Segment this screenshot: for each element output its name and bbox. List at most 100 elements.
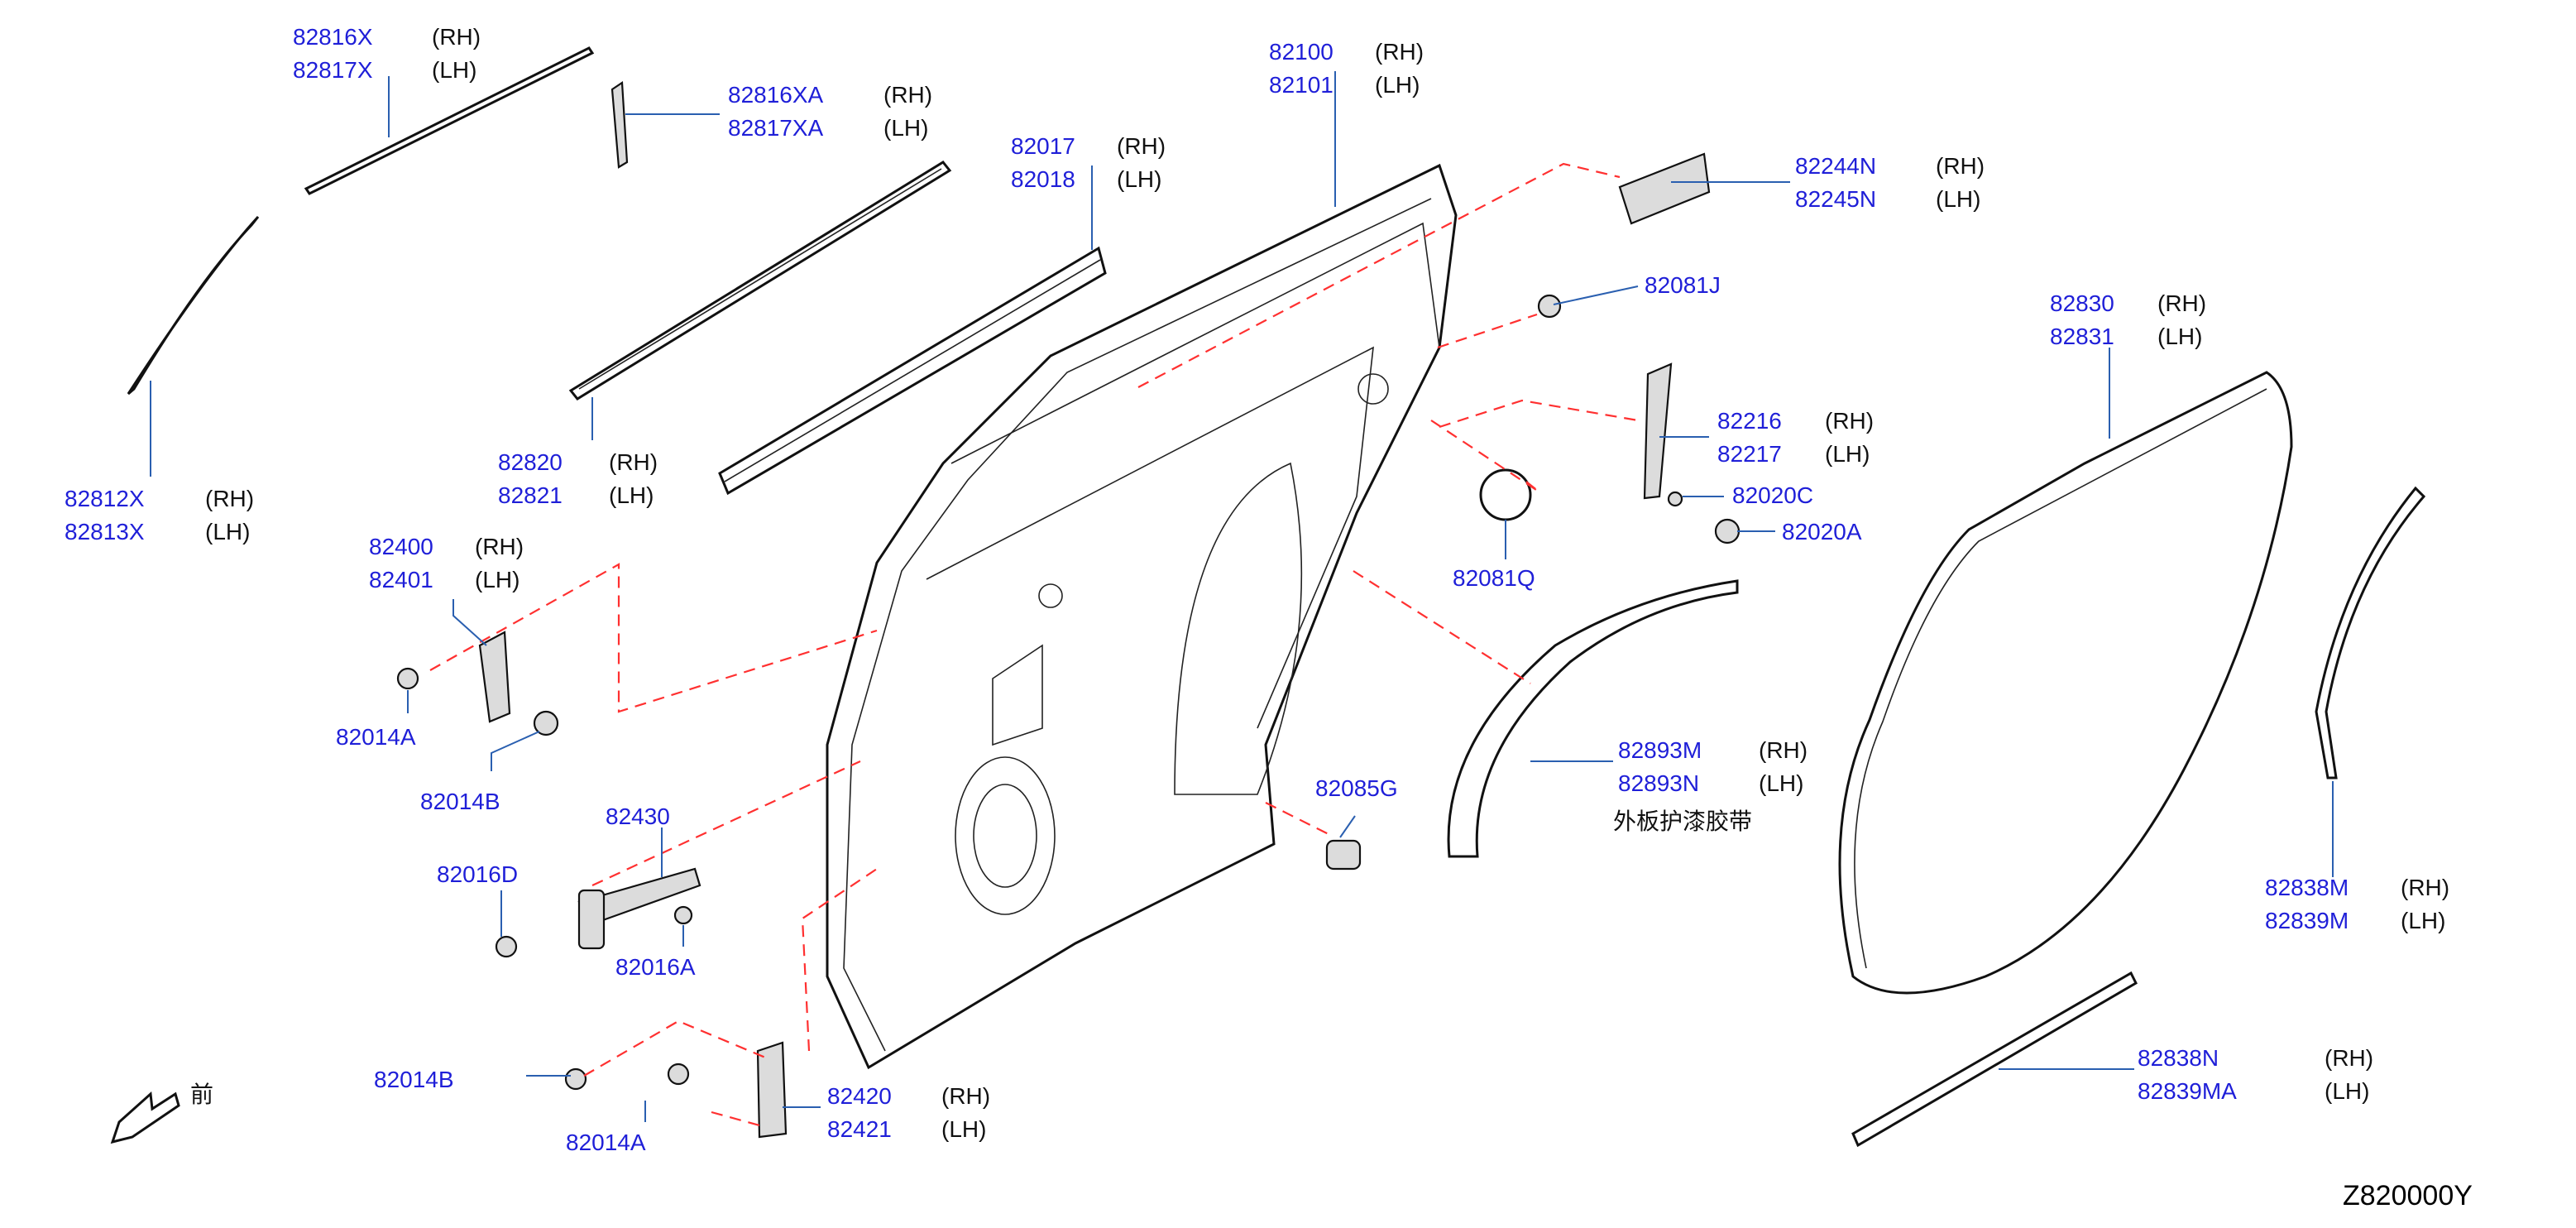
callout-82216[interactable]: 82216 82217 (RH) (LH) — [1717, 408, 1874, 467]
part-note: 外板护漆胶带 — [1613, 808, 1752, 835]
part-number[interactable]: 82821 — [498, 482, 563, 508]
part-number[interactable]: 82014A — [336, 724, 416, 750]
callout-82016D[interactable]: 82016D — [437, 861, 518, 887]
part-number[interactable]: 82831 — [2050, 324, 2114, 349]
part-number[interactable]: 82017 — [1011, 133, 1075, 159]
part-number[interactable]: 82400 — [369, 534, 433, 559]
callout-82100[interactable]: 82100 82101 (RH) (LH) — [1269, 39, 1424, 98]
callout-82816XA[interactable]: 82816XA 82817XA (RH) (LH) — [728, 82, 932, 141]
side-label: (LH) — [2157, 324, 2202, 349]
part-number[interactable]: 82817XA — [728, 115, 824, 141]
part-number[interactable]: 82893M — [1618, 737, 1702, 763]
lower-hinge-part — [756, 1041, 788, 1139]
callout-82244N[interactable]: 82244N 82245N (RH) (LH) — [1795, 153, 1985, 212]
part-number[interactable]: 82839M — [2265, 908, 2349, 933]
callout-82420[interactable]: 82420 82421 (RH) (LH) — [827, 1083, 990, 1142]
lower-seal-part — [1851, 971, 2138, 1148]
bolt-82020A-part — [1714, 518, 1740, 544]
part-number[interactable]: 82838M — [2265, 875, 2349, 900]
part-number[interactable]: 82245N — [1795, 186, 1876, 212]
callout-82430[interactable]: 82430 — [606, 803, 670, 829]
striker-part — [1643, 362, 1673, 500]
part-number[interactable]: 82839MA — [2138, 1078, 2237, 1104]
part-number[interactable]: 82820 — [498, 449, 563, 475]
callout-82014B-top[interactable]: 82014B — [420, 789, 500, 814]
part-number[interactable]: 82020C — [1732, 482, 1813, 508]
part-number[interactable]: 82016A — [615, 954, 696, 980]
part-number[interactable]: 82081J — [1645, 272, 1721, 298]
side-label: (RH) — [1759, 737, 1808, 763]
callout-82820[interactable]: 82820 82821 (RH) (LH) — [498, 449, 658, 508]
callout-82893M[interactable]: 82893M 82893N (RH) (LH) 外板护漆胶带 — [1613, 737, 1808, 835]
part-number[interactable]: 82081Q — [1453, 565, 1535, 591]
callout-82014A-top[interactable]: 82014A — [336, 724, 416, 750]
nut-82014B-bot-part — [564, 1067, 587, 1091]
side-label: (RH) — [432, 24, 481, 50]
sealing-screen-part — [1479, 468, 1532, 521]
side-label: (LH) — [1825, 441, 1870, 467]
part-number[interactable]: 82813X — [65, 519, 145, 544]
part-number[interactable]: 82893N — [1618, 770, 1699, 796]
bolt-82016A-part — [673, 905, 693, 925]
part-number[interactable]: 82838N — [2138, 1045, 2219, 1071]
rear-sash-seal-part — [2315, 486, 2426, 779]
part-number[interactable]: 82016D — [437, 861, 518, 887]
callout-82400[interactable]: 82400 82401 (RH) (LH) — [369, 534, 524, 592]
part-number[interactable]: 82816XA — [728, 82, 824, 108]
side-label: (RH) — [2157, 290, 2206, 316]
upper-sash-bracket-part — [1618, 152, 1711, 225]
side-label: (RH) — [205, 486, 254, 511]
part-number[interactable]: 82085G — [1315, 775, 1398, 801]
part-number[interactable]: 82812X — [65, 486, 145, 511]
callout-82020C[interactable]: 82020C — [1732, 482, 1813, 508]
part-number[interactable]: 82014B — [374, 1067, 454, 1092]
part-number[interactable]: 82816X — [293, 24, 373, 50]
callout-82016A[interactable]: 82016A — [615, 954, 696, 980]
callout-82838M[interactable]: 82838M 82839M (RH) (LH) — [2265, 875, 2449, 933]
roof-moulding-part — [304, 46, 595, 195]
part-number[interactable]: 82420 — [827, 1083, 892, 1109]
part-number[interactable]: 82101 — [1269, 72, 1333, 98]
side-label: (LH) — [1936, 186, 1980, 212]
side-label: (RH) — [883, 82, 932, 108]
belt-moulding-inner-part — [718, 246, 1107, 496]
part-number[interactable]: 82401 — [369, 567, 433, 592]
callout-82081J[interactable]: 82081J — [1645, 272, 1721, 298]
callout-82838N[interactable]: 82838N 82839MA (RH) (LH) — [2138, 1045, 2373, 1104]
callout-82830[interactable]: 82830 82831 (RH) (LH) — [2050, 290, 2206, 349]
callout-82085G[interactable]: 82085G — [1315, 775, 1398, 801]
protection-tape-part — [1447, 579, 1739, 858]
bumper-part — [1325, 839, 1362, 871]
side-label: (LH) — [475, 567, 520, 592]
callout-82081Q[interactable]: 82081Q — [1453, 565, 1535, 591]
part-number[interactable]: 82830 — [2050, 290, 2114, 316]
part-number[interactable]: 82100 — [1269, 39, 1333, 65]
part-number[interactable]: 82020A — [1782, 519, 1862, 544]
callout-82816X[interactable]: 82816X 82817X (RH) (LH) — [293, 24, 481, 83]
part-number[interactable]: 82018 — [1011, 166, 1075, 192]
part-number[interactable]: 82216 — [1717, 408, 1782, 434]
side-label: (RH) — [1117, 133, 1166, 159]
side-label: (RH) — [1825, 408, 1874, 434]
callout-82020A[interactable]: 82020A — [1782, 519, 1862, 544]
callout-82017[interactable]: 82017 82018 (RH) (LH) — [1011, 133, 1166, 192]
side-label: (RH) — [2325, 1045, 2373, 1071]
part-number[interactable]: 82430 — [606, 803, 670, 829]
part-number[interactable]: 82217 — [1717, 441, 1782, 467]
part-number[interactable]: 82014A — [566, 1130, 646, 1155]
side-label: (LH) — [2325, 1078, 2369, 1104]
callout-82812X[interactable]: 82812X 82813X (RH) (LH) — [65, 486, 254, 544]
callout-82014B-bot[interactable]: 82014B — [374, 1067, 454, 1092]
part-number[interactable]: 82817X — [293, 57, 373, 83]
rear-door-panel-part — [826, 163, 1458, 1070]
bolt-82014A-bot-part — [667, 1063, 690, 1086]
callout-82014A-bot[interactable]: 82014A — [566, 1130, 646, 1155]
nut-82014A-top-part — [396, 667, 419, 690]
check-link-part — [577, 867, 701, 950]
part-number[interactable]: 82014B — [420, 789, 500, 814]
bolt-82016D-part — [495, 935, 518, 958]
part-number[interactable]: 82421 — [827, 1116, 892, 1142]
grommet-part — [1537, 294, 1562, 319]
part-number[interactable]: 82244N — [1795, 153, 1876, 179]
weatherstrip-part — [1838, 371, 2293, 995]
